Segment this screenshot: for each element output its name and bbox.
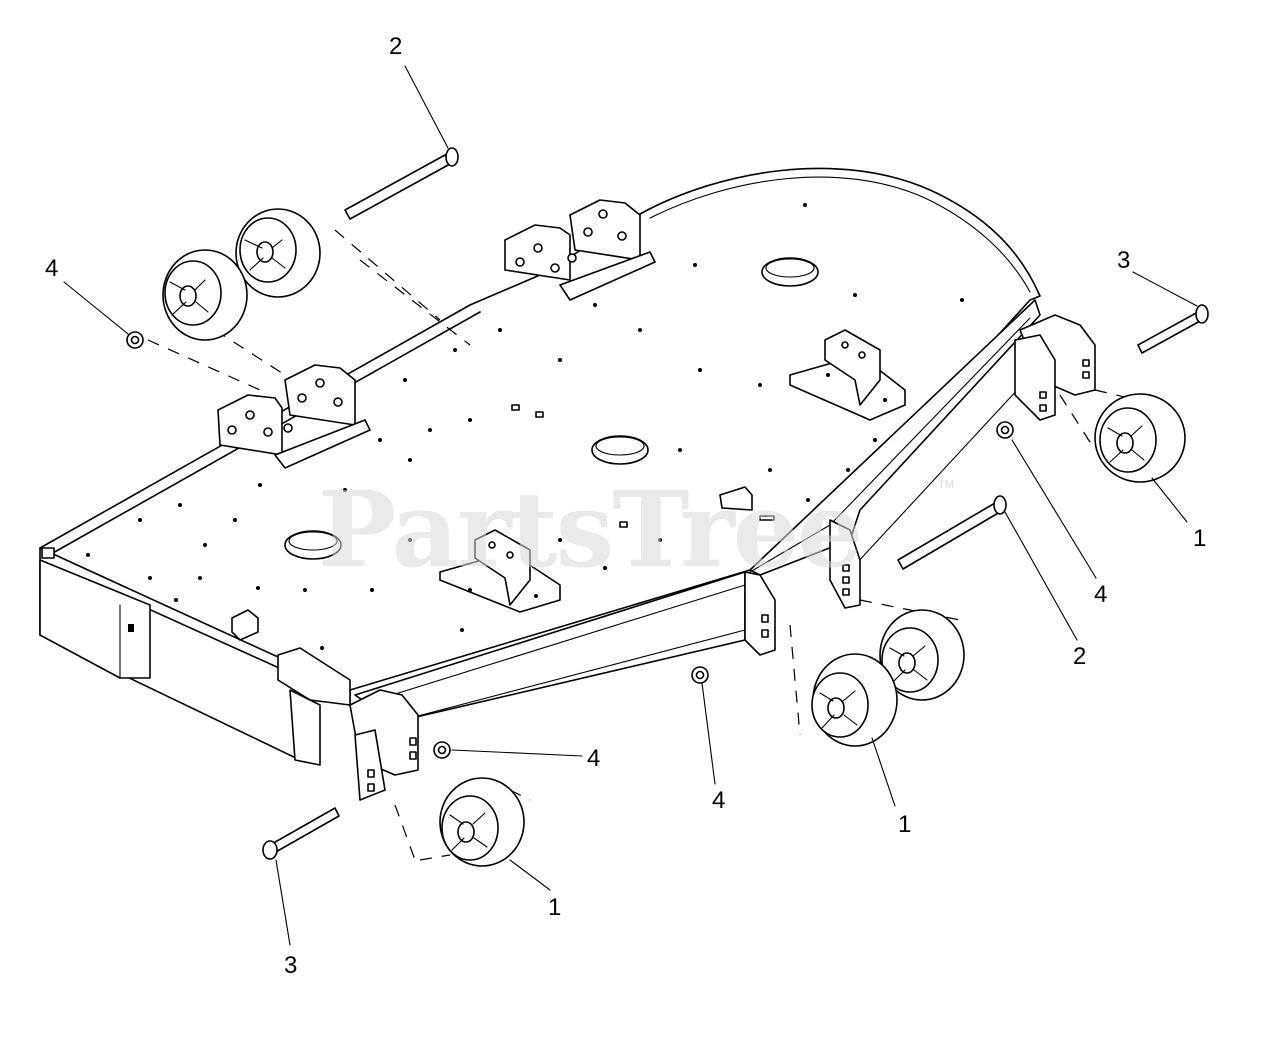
anti-scalp-wheel-front-right-2 [811, 653, 898, 747]
callout-1-front-left: 1 [548, 894, 561, 921]
nut-right [996, 421, 1014, 439]
deck-mounting-holes [86, 203, 964, 650]
callout-labels: 2 4 3 1 4 2 4 4 1 1 3 [45, 33, 1206, 979]
anti-scalp-wheel-front-right-1 [879, 609, 965, 701]
callout-3-right: 3 [1117, 247, 1130, 274]
anti-scalp-wheel-front-left [439, 777, 525, 867]
spindle-openings [284, 257, 819, 560]
callout-leaders [63, 65, 1198, 946]
shoulder-bolt-right [897, 495, 1007, 570]
shoulder-bolt-top [344, 147, 459, 220]
anti-scalp-wheel-right [1094, 393, 1186, 483]
anti-scalp-wheel-rear-1 [235, 208, 321, 298]
carriage-bolt-right [1137, 304, 1209, 354]
nut-left [126, 331, 144, 349]
deck-mount-pad-right [789, 329, 906, 421]
bracket-front-left [277, 647, 419, 801]
callout-4-front-a: 4 [587, 745, 600, 772]
rear-hinge-bracket-upper [504, 199, 656, 301]
mower-deck-shell [39, 167, 1041, 761]
callout-4-left: 4 [45, 255, 58, 282]
nut-front-a [433, 741, 451, 759]
callout-4-front-b: 4 [712, 787, 725, 814]
deck-mount-pad-front [439, 529, 561, 613]
bracket-front-right [744, 519, 861, 656]
nut-front-b [691, 666, 709, 684]
carriage-bolt-bottom [262, 807, 340, 860]
rear-hinge-bracket-lower [217, 364, 371, 469]
anti-scalp-wheel-rear-2 [162, 249, 248, 341]
callout-1-front-right: 1 [898, 811, 911, 838]
watermark-trademark: TM [938, 479, 954, 491]
callout-4-right: 4 [1094, 581, 1107, 608]
callout-2-top: 2 [389, 33, 402, 60]
watermark-text: PartsTree [318, 468, 861, 591]
hex-nuts [126, 331, 1014, 759]
deck-small-tab [231, 486, 753, 641]
bracket-rear-right [1014, 314, 1096, 421]
callout-1-right: 1 [1193, 525, 1206, 552]
partstree-watermark: PartsTree TM [318, 468, 954, 591]
callout-2-right: 2 [1073, 643, 1086, 670]
callout-3-bottom: 3 [284, 952, 297, 979]
